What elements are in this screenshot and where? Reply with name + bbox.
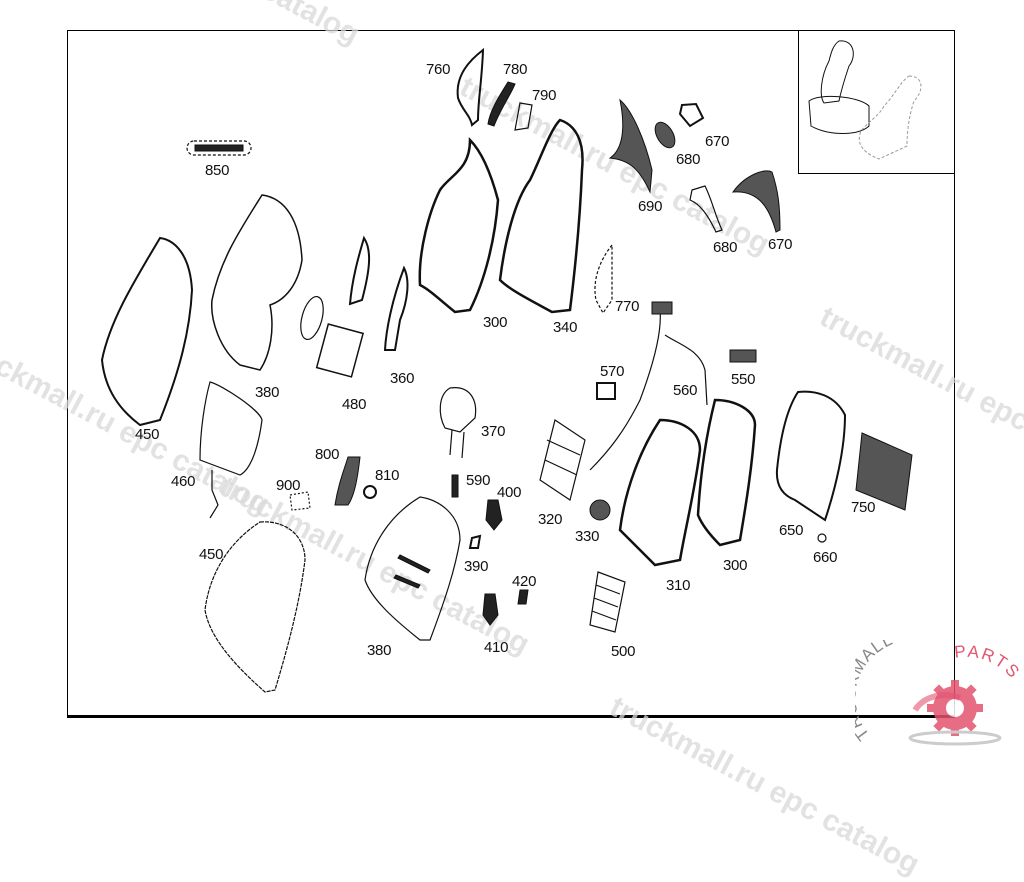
part-label-680[interactable]: 680	[676, 151, 701, 168]
part-680-lower	[689, 185, 723, 233]
part-label-680[interactable]: 680	[713, 239, 738, 256]
part-label-450[interactable]: 450	[135, 426, 160, 443]
part-label-770[interactable]: 770	[615, 298, 640, 315]
part-label-460[interactable]: 460	[171, 473, 196, 490]
gear-icon	[927, 680, 983, 736]
truckmall-parts-logo: TRUCKMALL PARTS	[840, 629, 1024, 750]
part-340-frame	[498, 118, 584, 314]
part-420	[517, 589, 529, 605]
diagram-frame	[67, 30, 955, 718]
part-label-670[interactable]: 670	[705, 133, 730, 150]
part-label-750[interactable]: 750	[851, 499, 876, 516]
part-label-300[interactable]: 300	[723, 557, 748, 574]
part-label-320[interactable]: 320	[538, 511, 563, 528]
part-770	[594, 243, 613, 315]
logo-text-right: PARTS	[954, 642, 1024, 683]
part-670	[678, 102, 705, 128]
part-450-lower	[204, 521, 306, 693]
part-330	[589, 499, 611, 521]
part-390	[468, 534, 482, 549]
part-label-480[interactable]: 480	[342, 396, 367, 413]
part-570	[596, 382, 616, 400]
part-460-cable	[209, 470, 219, 519]
part-label-760[interactable]: 760	[426, 61, 451, 78]
part-300-frame	[418, 136, 500, 314]
part-400	[485, 499, 503, 531]
part-480-pad	[300, 295, 324, 341]
part-800	[334, 456, 361, 506]
part-label-390[interactable]: 390	[464, 558, 489, 575]
part-590	[451, 474, 459, 498]
part-label-900[interactable]: 900	[276, 477, 301, 494]
part-370-headrest	[439, 387, 477, 433]
part-label-550[interactable]: 550	[731, 371, 756, 388]
part-300-frame-lower	[696, 398, 757, 547]
locator-inset	[798, 30, 955, 174]
part-790	[514, 102, 533, 131]
part-760	[456, 47, 485, 127]
part-label-560[interactable]: 560	[673, 382, 698, 399]
logo-text-left: TRUCKMALL	[855, 640, 896, 744]
part-360	[383, 265, 409, 351]
part-750	[855, 432, 913, 511]
part-label-850[interactable]: 850	[205, 162, 230, 179]
part-label-410[interactable]: 410	[484, 639, 509, 656]
part-380-lower	[364, 496, 461, 641]
part-550	[729, 349, 757, 363]
part-label-800[interactable]: 800	[315, 446, 340, 463]
part-label-810[interactable]: 810	[375, 467, 400, 484]
part-label-650[interactable]: 650	[779, 522, 804, 539]
part-410	[482, 593, 499, 626]
part-label-330[interactable]: 330	[575, 528, 600, 545]
part-310-frame	[618, 418, 702, 567]
part-900	[289, 491, 311, 511]
part-690	[608, 98, 653, 194]
part-label-660[interactable]: 660	[813, 549, 838, 566]
part-label-780[interactable]: 780	[503, 61, 528, 78]
part-320	[539, 419, 586, 501]
part-label-340[interactable]: 340	[553, 319, 578, 336]
part-660	[817, 533, 827, 543]
part-label-450[interactable]: 450	[199, 546, 224, 563]
part-670-lower	[731, 170, 781, 233]
part-450-backrest	[100, 236, 194, 427]
seat-locator-icon	[808, 40, 922, 160]
part-label-790[interactable]: 790	[532, 87, 557, 104]
part-label-400[interactable]: 400	[497, 484, 522, 501]
part-480-lumbar	[315, 323, 364, 378]
part-label-370[interactable]: 370	[481, 423, 506, 440]
part-680	[654, 121, 676, 149]
part-label-380[interactable]: 380	[255, 384, 280, 401]
part-label-420[interactable]: 420	[512, 573, 537, 590]
part-label-690[interactable]: 690	[638, 198, 663, 215]
part-850-badge	[186, 140, 252, 156]
part-360-b	[348, 235, 371, 306]
part-label-360[interactable]: 360	[390, 370, 415, 387]
part-label-670[interactable]: 670	[768, 236, 793, 253]
part-650	[775, 390, 847, 522]
part-460	[199, 381, 263, 476]
part-label-570[interactable]: 570	[600, 363, 625, 380]
part-label-300[interactable]: 300	[483, 314, 508, 331]
part-560-connector	[651, 301, 673, 315]
part-560-cable	[589, 309, 708, 471]
part-label-590[interactable]: 590	[466, 472, 491, 489]
part-380-cover	[211, 194, 303, 371]
part-500	[589, 571, 626, 633]
parts-drawing	[100, 47, 913, 693]
part-label-310[interactable]: 310	[666, 577, 691, 594]
part-810	[363, 485, 377, 499]
part-label-500[interactable]: 500	[611, 643, 636, 660]
part-780	[487, 81, 516, 127]
part-label-380[interactable]: 380	[367, 642, 392, 659]
